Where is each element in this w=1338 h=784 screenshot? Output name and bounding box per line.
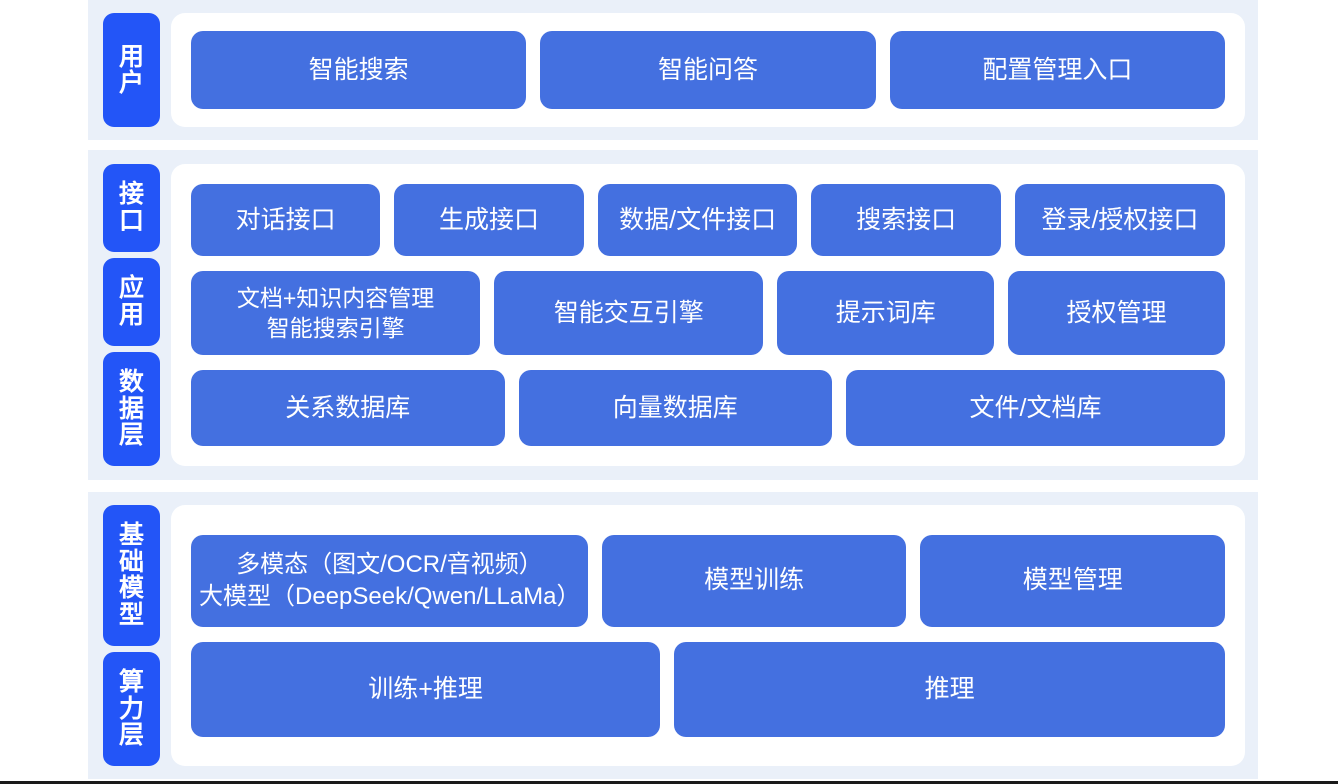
box-search-api[interactable]: 搜索接口 bbox=[811, 184, 1001, 256]
box-relational-database[interactable]: 关系数据库 bbox=[191, 370, 505, 446]
bottom-rule bbox=[0, 781, 1338, 784]
box-multimodal-large-model[interactable]: 多模态（图文/OCR/音视频） 大模型（DeepSeek/Qwen/LLaMa） bbox=[191, 534, 588, 627]
box-smart-qa[interactable]: 智能问答 bbox=[540, 31, 876, 109]
box-model-training[interactable]: 模型训练 bbox=[601, 534, 907, 627]
user-group-labels: 用户 bbox=[103, 13, 160, 127]
side-label-foundation-model[interactable]: 基础模型 bbox=[103, 505, 160, 646]
side-label-foundation-model-text: 基础模型 bbox=[118, 521, 144, 629]
compute-row: 训练+推理 推理 bbox=[191, 641, 1225, 737]
side-label-user-text: 用户 bbox=[118, 42, 144, 97]
platform-group-labels: 接口 应用 数据层 bbox=[103, 164, 160, 466]
box-file-document-store[interactable]: 文件/文档库 bbox=[846, 370, 1225, 446]
box-authorization-management[interactable]: 授权管理 bbox=[1008, 271, 1225, 355]
user-group: 用户 智能搜索 智能问答 配置管理入口 bbox=[88, 0, 1258, 140]
box-dialog-api[interactable]: 对话接口 bbox=[191, 184, 381, 256]
user-row: 智能搜索 智能问答 配置管理入口 bbox=[191, 31, 1225, 109]
box-model-management[interactable]: 模型管理 bbox=[920, 534, 1225, 627]
box-document-knowledge-management[interactable]: 文档+知识内容管理 智能搜索引擎 bbox=[191, 271, 481, 355]
side-label-compute-layer[interactable]: 算力层 bbox=[103, 651, 160, 766]
side-label-data-layer[interactable]: 数据层 bbox=[103, 351, 160, 466]
box-generation-api[interactable]: 生成接口 bbox=[394, 184, 584, 256]
platform-panel: 对话接口 生成接口 数据/文件接口 搜索接口 登录/授权接口 文档+知识内容管理… bbox=[171, 164, 1245, 466]
box-login-auth-api[interactable]: 登录/授权接口 bbox=[1014, 184, 1225, 256]
infrastructure-group: 基础模型 算力层 多模态（图文/OCR/音视频） 大模型（DeepSeek/Qw… bbox=[88, 492, 1258, 779]
box-training-inference[interactable]: 训练+推理 bbox=[191, 641, 661, 737]
box-smart-interaction-engine[interactable]: 智能交互引擎 bbox=[494, 271, 764, 355]
box-config-management-entry[interactable]: 配置管理入口 bbox=[889, 31, 1225, 109]
interface-row: 对话接口 生成接口 数据/文件接口 搜索接口 登录/授权接口 bbox=[191, 184, 1225, 256]
box-data-file-api[interactable]: 数据/文件接口 bbox=[597, 184, 798, 256]
model-row: 多模态（图文/OCR/音视频） 大模型（DeepSeek/Qwen/LLaMa）… bbox=[191, 534, 1225, 627]
box-smart-search[interactable]: 智能搜索 bbox=[191, 31, 527, 109]
platform-group: 接口 应用 数据层 对话接口 生成接口 数据/文件接口 搜索接口 登录/授权接口… bbox=[88, 150, 1258, 480]
infrastructure-panel: 多模态（图文/OCR/音视频） 大模型（DeepSeek/Qwen/LLaMa）… bbox=[171, 505, 1245, 766]
box-prompt-library[interactable]: 提示词库 bbox=[777, 271, 995, 355]
box-vector-database[interactable]: 向量数据库 bbox=[518, 370, 833, 446]
side-label-user[interactable]: 用户 bbox=[103, 13, 160, 127]
application-row: 文档+知识内容管理 智能搜索引擎 智能交互引擎 提示词库 授权管理 bbox=[191, 271, 1225, 355]
box-inference[interactable]: 推理 bbox=[674, 641, 1225, 737]
side-label-compute-layer-text: 算力层 bbox=[118, 668, 144, 750]
infrastructure-group-labels: 基础模型 算力层 bbox=[103, 505, 160, 766]
side-label-interface-text: 接口 bbox=[118, 180, 144, 235]
user-panel: 智能搜索 智能问答 配置管理入口 bbox=[171, 13, 1245, 127]
side-label-data-layer-text: 数据层 bbox=[118, 368, 144, 450]
side-label-application[interactable]: 应用 bbox=[103, 257, 160, 346]
side-label-interface[interactable]: 接口 bbox=[103, 164, 160, 252]
data-row: 关系数据库 向量数据库 文件/文档库 bbox=[191, 370, 1225, 446]
side-label-application-text: 应用 bbox=[118, 274, 144, 329]
